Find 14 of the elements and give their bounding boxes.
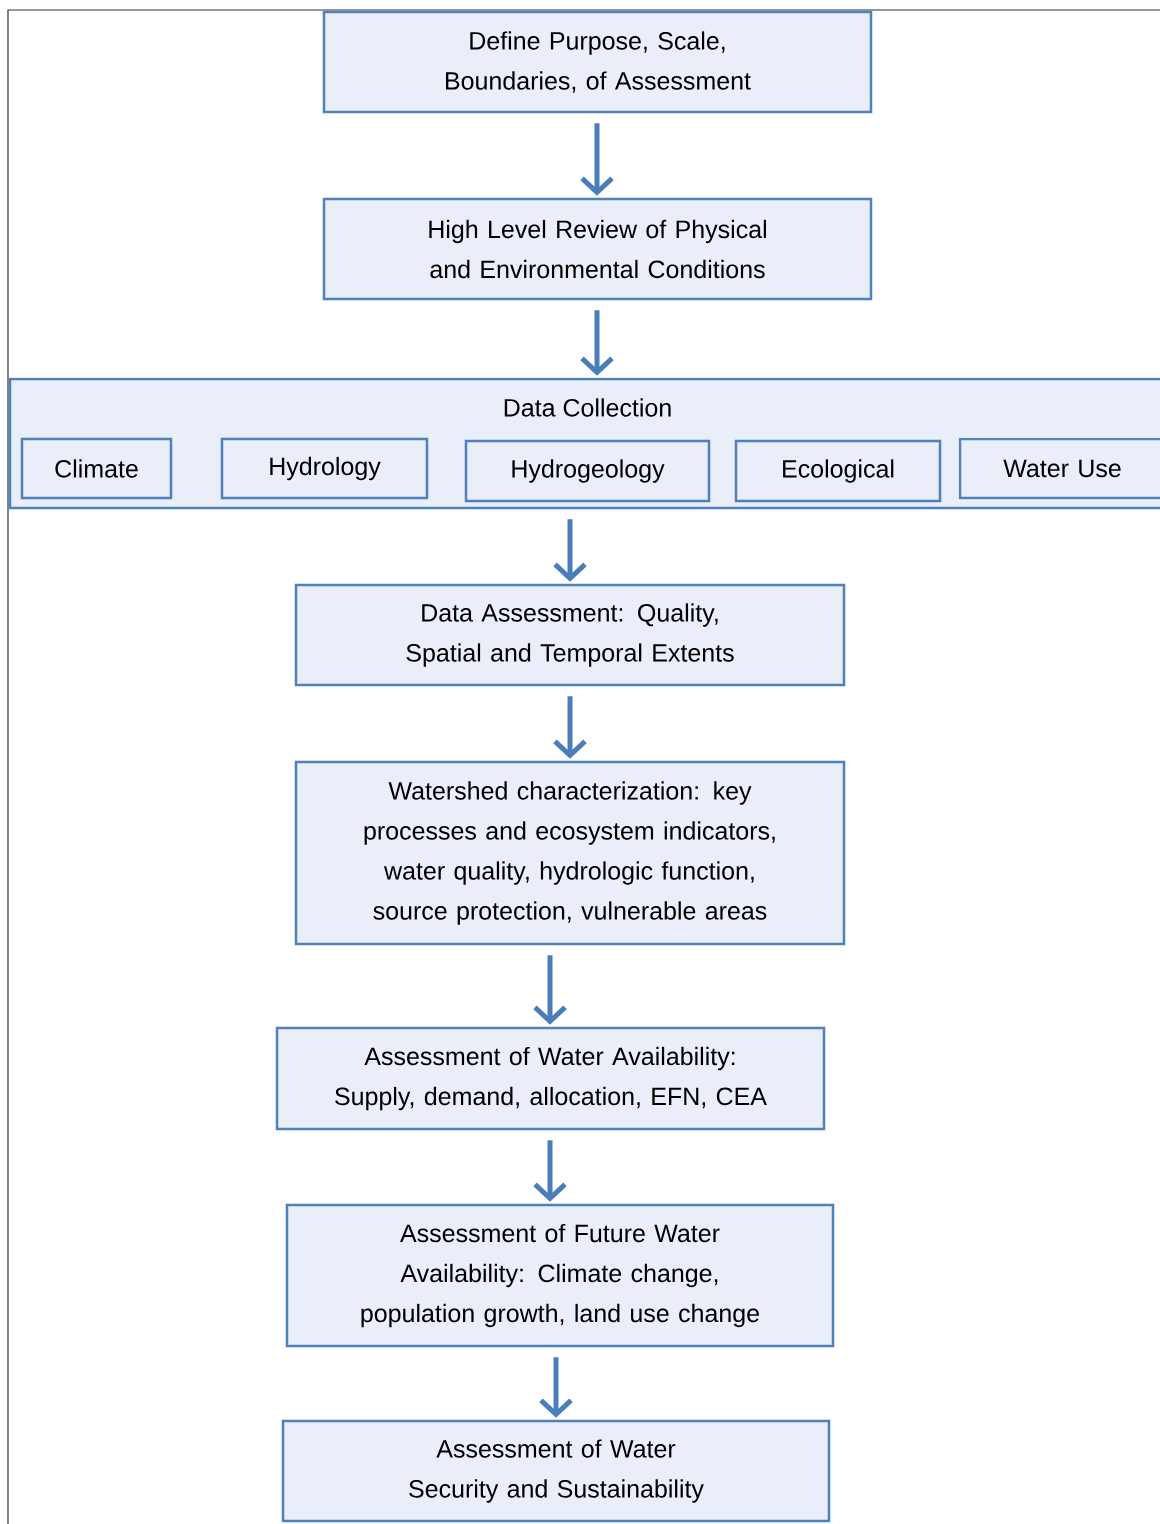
process-box: Watershed characterization: key processes and ecosystem indicators, water quality, hydrologic function, source protection, vulnerable areas [294, 760, 846, 946]
process-box: Data Assessment: Quality, Spatial and Temporal Extents [294, 583, 846, 687]
arrow [533, 955, 567, 1025]
process-box: Assessment of Future Water Availability: Climate change, population growth, land use change [285, 1203, 835, 1348]
process-box: Climate [20, 437, 173, 500]
process-box: Hydrogeology [464, 439, 711, 503]
process-box: Ecological [734, 439, 942, 503]
arrow [580, 123, 614, 196]
process-box: Assessment of Water Security and Sustainability [281, 1419, 831, 1523]
process-box: Define Purpose, Scale, Boundaries, of Assessment [322, 10, 873, 114]
process-box: Water Use [958, 437, 1160, 500]
process-box: Assessment of Water Availability: Supply, demand, allocation, EFN, CEA [275, 1026, 826, 1131]
process-box: Hydrology [220, 437, 429, 500]
process-box: High Level Review of Physical and Environmental Conditions [322, 197, 873, 301]
